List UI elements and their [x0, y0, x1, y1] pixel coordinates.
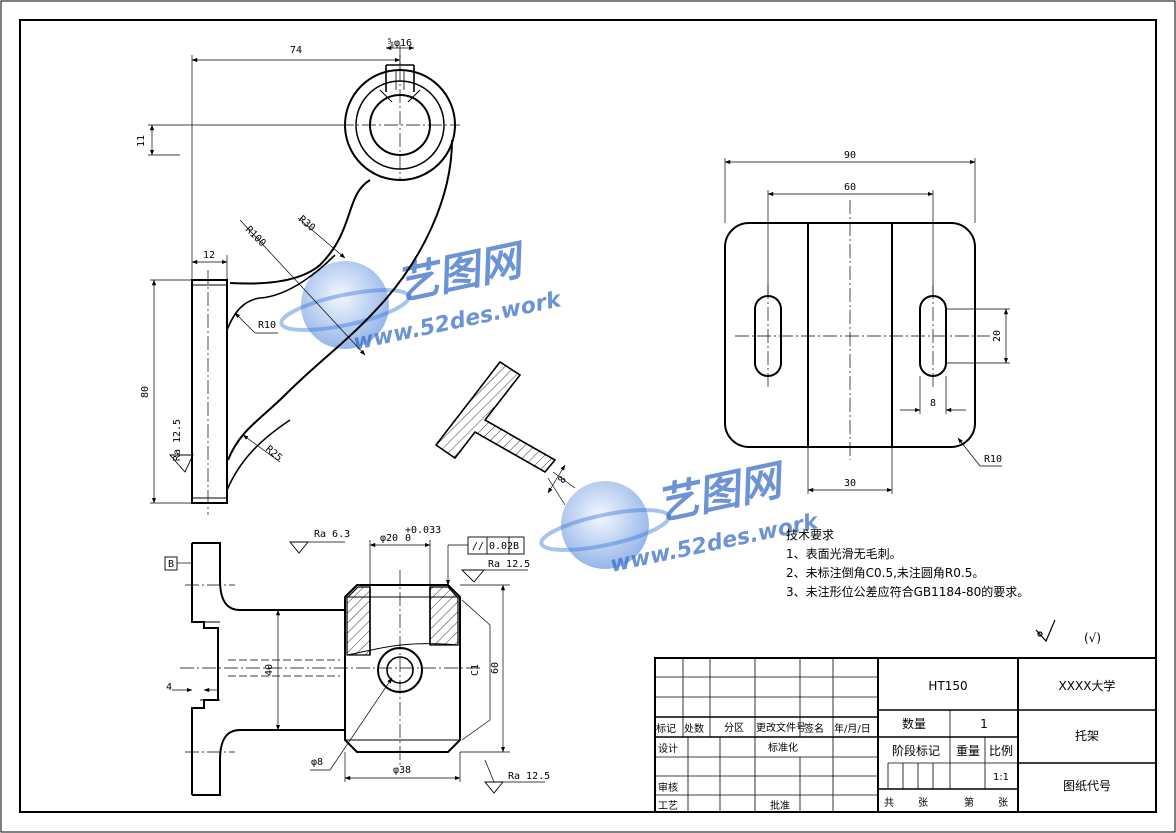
- tech-req-line2: 2、未标注倒角C0.5,未注圆角R0.5。: [786, 565, 984, 580]
- top-view-dims: [724, 158, 1010, 494]
- dim-74: 74: [290, 45, 302, 56]
- tb-sheets-label: 张: [918, 797, 928, 809]
- mounting-flange: [191, 279, 228, 504]
- tb-quantity-value: 1: [980, 717, 988, 731]
- datum-b-box: [164, 556, 178, 571]
- roughness-check-icon: [1035, 619, 1056, 643]
- dim-60-side: 60: [490, 662, 501, 674]
- dim-slot-8: 8: [930, 398, 936, 409]
- top-view: [724, 200, 990, 460]
- front-view: [191, 45, 460, 515]
- tb-date: 年/月/日: [834, 722, 871, 735]
- feature-control-frame: [467, 536, 525, 555]
- roughness-other: (√): [1084, 631, 1101, 645]
- tb-quantity-label: 数量: [902, 716, 926, 731]
- globe-icon: [301, 261, 389, 349]
- dim-30: 30: [844, 478, 856, 489]
- tb-scale-value: 1:1: [993, 772, 1009, 783]
- tb-stage-label: 阶段标记: [892, 743, 940, 758]
- fcf-tolerance: 0.02: [489, 541, 513, 552]
- tech-req-line1: 1、表面光滑无毛刺。: [786, 547, 902, 561]
- rib-section: [434, 360, 576, 506]
- dim-c1: C1: [470, 664, 481, 676]
- tb-mark: 标记: [656, 723, 676, 735]
- tb-approve: 批准: [770, 799, 790, 812]
- tb-part-name: 托架: [1075, 729, 1099, 743]
- dim-phi20-lower-tol: 0: [405, 533, 411, 544]
- dim-ra-6-3: Ra 6.3: [314, 529, 350, 540]
- globe-icon: [561, 481, 649, 569]
- dim-4: 4: [166, 682, 172, 693]
- tech-req-title: 技术要求: [786, 528, 834, 542]
- dim-80: 80: [140, 386, 151, 398]
- tb-weight-label: 重量: [956, 744, 980, 758]
- datum-b-label: B: [168, 559, 174, 570]
- dim-phi16: ⅝φ16: [388, 37, 412, 49]
- dim-phi20-upper-tol: +0.033: [405, 525, 441, 536]
- dim-11: 11: [136, 135, 147, 147]
- dim-60-top: 60: [844, 182, 856, 193]
- tb-drawing-code: 图纸代号: [1063, 779, 1111, 793]
- dim-r10-front: R10: [258, 320, 276, 331]
- tb-standardize: 标准化: [768, 741, 798, 754]
- dim-phi20: φ20: [380, 533, 398, 544]
- dim-r25: R25: [263, 444, 284, 464]
- dim-r30: R30: [296, 214, 317, 234]
- dim-phi38: φ38: [393, 765, 411, 776]
- tb-sheet-no-label: 第: [964, 796, 974, 809]
- tb-signature: 签名: [804, 722, 824, 735]
- tb-school: XXXX大学: [1059, 678, 1116, 693]
- dim-ra-12-5-front: Ra 12.5: [172, 419, 183, 461]
- dim-r10-top: R10: [984, 454, 1002, 465]
- watermark-1: 艺图网 www.52des.work: [279, 234, 565, 356]
- inner-frame: [19, 19, 1157, 813]
- fcf-parallelism-symbol: //: [472, 541, 484, 552]
- tb-design: 设计: [658, 742, 678, 755]
- dim-rib-8: 8: [556, 474, 568, 485]
- fcf-datum: B: [513, 541, 519, 552]
- dim-ra-12-5-bottom: Ra 12.5: [508, 771, 550, 782]
- dim-phi8: φ8: [311, 757, 323, 768]
- dim-20: 20: [992, 330, 1003, 342]
- dim-90: 90: [844, 150, 856, 161]
- dim-12: 12: [203, 250, 215, 261]
- watermark-2: 艺图网 www.52des.work: [539, 454, 822, 578]
- side-view-dims: [164, 536, 545, 794]
- tb-count: 处数: [684, 722, 704, 735]
- title-block: [654, 657, 1157, 813]
- dim-ra-12-5-top: Ra 12.5: [488, 559, 530, 570]
- tb-material: HT150: [928, 679, 967, 693]
- tb-scale-label: 比例: [989, 744, 1013, 758]
- tech-req-line3: 3、未注形位公差应符合GB1184-80的要求。: [786, 584, 1029, 599]
- tb-total-label: 共: [884, 797, 894, 809]
- tb-review: 审核: [658, 781, 678, 794]
- front-view-dims: [148, 45, 415, 504]
- tb-process: 工艺: [658, 800, 678, 812]
- tb-change-doc: 更改文件号: [756, 721, 806, 734]
- tb-sheets-label-2: 张: [998, 797, 1008, 809]
- tb-zone: 分区: [724, 722, 744, 734]
- dim-40: 40: [264, 664, 275, 676]
- side-view: [180, 542, 480, 796]
